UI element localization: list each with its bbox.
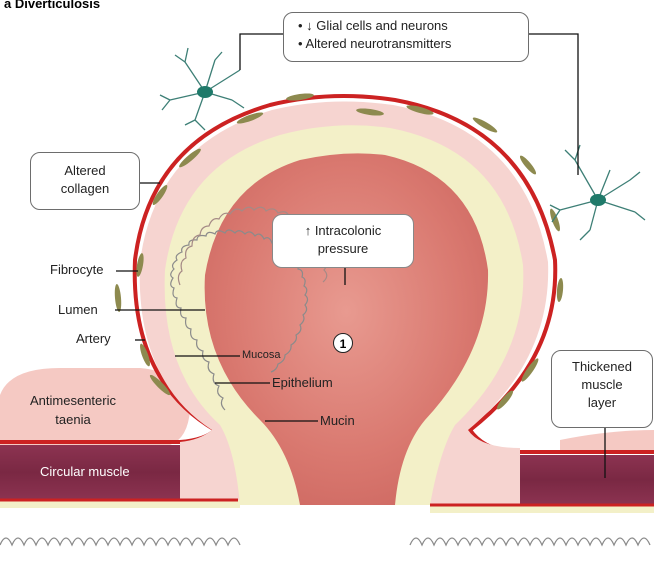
label-lumen: Lumen [58, 302, 98, 317]
antimesenteric-line-2: taenia [30, 410, 116, 429]
altered-collagen-callout: Altered collagen [30, 152, 140, 210]
bottom-crypts-right [410, 538, 650, 545]
glial-line-1: • ↓ Glial cells and neurons [298, 17, 528, 35]
label-epithelium: Epithelium [272, 375, 333, 390]
pressure-line-1: ↑ Intracolonic [273, 222, 413, 240]
pressure-line-2: pressure [273, 240, 413, 258]
label-fibrocyte: Fibrocyte [50, 262, 103, 277]
thickened-muscle-callout: Thickened muscle layer [551, 350, 653, 428]
thickened-line-2: muscle [552, 376, 652, 394]
bottom-crypts-left [0, 538, 240, 545]
thickened-line-3: layer [552, 394, 652, 412]
label-antimesenteric-taenia: Antimesenteric taenia [30, 391, 116, 429]
thickened-line-1: Thickened [552, 358, 652, 376]
step-number-badge: 1 [333, 333, 353, 353]
right-taenia [560, 430, 654, 450]
figure-title: a Diverticulosis [4, 0, 100, 11]
label-mucosa: Mucosa [242, 349, 281, 361]
label-circular-muscle: Circular muscle [40, 464, 130, 479]
glial-line-2: • Altered neurotransmitters [298, 35, 528, 53]
label-artery: Artery [76, 331, 111, 346]
label-mucin: Mucin [320, 413, 355, 428]
glial-cells-callout: • ↓ Glial cells and neurons • Altered ne… [283, 12, 529, 62]
intracolonic-pressure-callout: ↑ Intracolonic pressure [272, 214, 414, 268]
altered-collagen-line-1: Altered [31, 162, 139, 180]
neuron-right [550, 145, 645, 240]
antimesenteric-line-1: Antimesenteric [30, 391, 116, 410]
altered-collagen-line-2: collagen [31, 180, 139, 198]
